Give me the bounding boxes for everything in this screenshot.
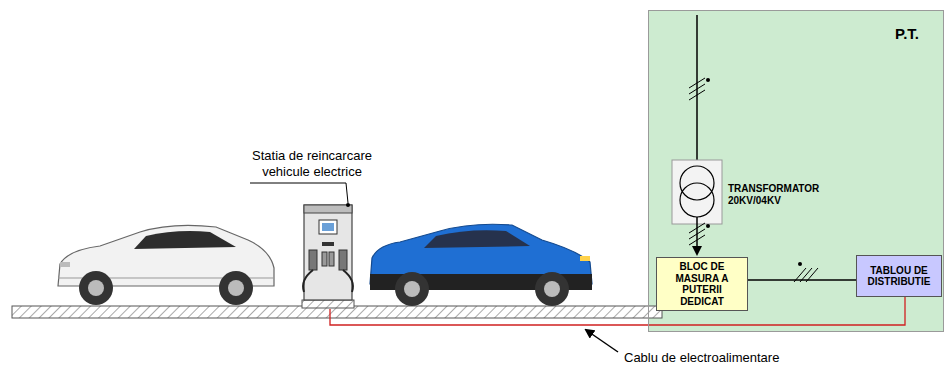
node-text: P.T.	[895, 25, 919, 42]
node-text: BLOC DE MASURA A PUTERII DEDICAT	[661, 261, 743, 307]
callout-arrow	[586, 330, 618, 352]
distribution-board: TABLOU DE DISTRIBUTIE	[856, 255, 942, 297]
leader-line	[250, 183, 348, 203]
meter-box: BLOC DE MASURA A PUTERII DEDICAT	[656, 257, 748, 311]
transformer-symbol	[672, 15, 722, 254]
blue-car	[370, 224, 592, 306]
station-label: Statia de reincarcare vehicule electrice	[246, 148, 378, 179]
node-text: TABLOU DE DISTRIBUTIE	[861, 265, 937, 288]
bus-line	[748, 279, 856, 281]
cable-label: Cablu de electroalimentare	[624, 350, 884, 366]
substation-fill	[648, 10, 944, 332]
charging-station	[302, 205, 354, 308]
white-car	[58, 225, 274, 305]
substation-area: P.T. BLOC DE MASURA A PUTERII DEDICAT TABL…	[648, 10, 944, 332]
transformer-label: TRANSFORMATOR 20KV/04KV	[728, 183, 828, 207]
bus-marks	[794, 262, 818, 282]
supply-cable	[330, 286, 905, 325]
